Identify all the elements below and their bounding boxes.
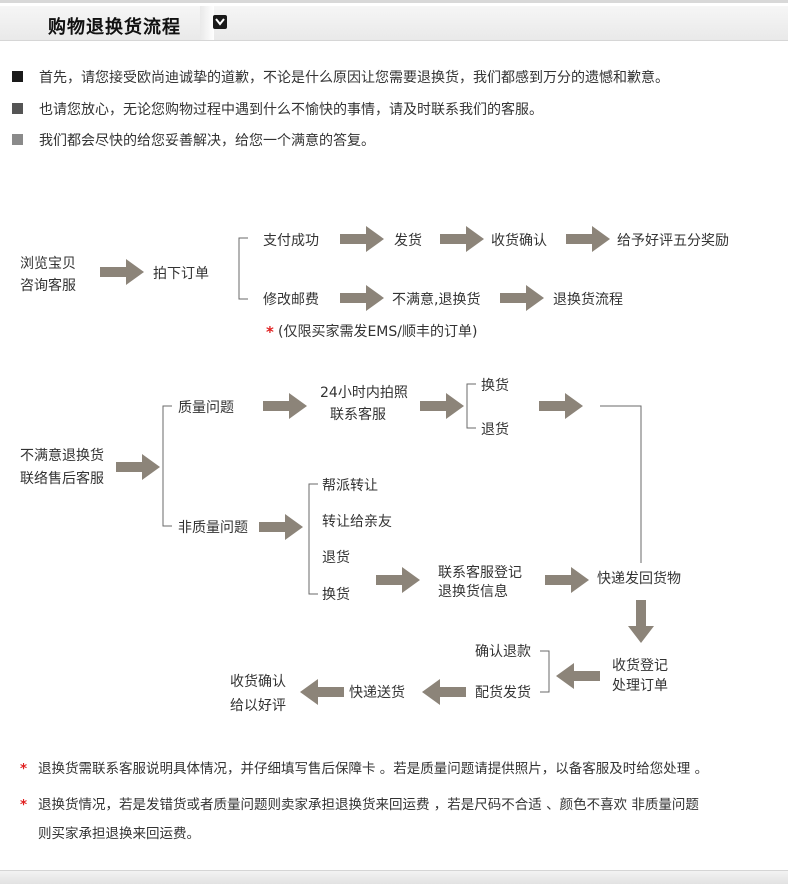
arrow-right-icon: [376, 567, 420, 593]
flow1-start-line1: 浏览宝贝: [20, 256, 76, 272]
flow2-gift2: 转让给亲友: [322, 514, 392, 530]
flow1-return-flow: 退换货流程: [553, 291, 623, 308]
flow1-branch-bracket: [238, 237, 248, 300]
flow2-express-back: 快递发回货物: [597, 570, 681, 587]
flow2-quality: 质量问题: [178, 400, 234, 416]
flow2-register-line1: 联系客服登记: [438, 564, 522, 581]
note-star: *: [20, 761, 28, 777]
flow2-start-line2: 联络售后客服: [20, 470, 104, 487]
flow2-gift1: 帮派转让: [322, 478, 378, 494]
arrow-right-icon: [500, 285, 544, 311]
flow1-modify: 修改邮费: [263, 292, 319, 308]
flow1-order: 拍下订单: [153, 266, 209, 282]
arrow-left-icon: [300, 679, 344, 705]
flow1-receive: 收货确认: [491, 232, 547, 249]
flow1-ship: 发货: [394, 232, 422, 249]
arrow-right-icon: [539, 393, 583, 419]
header-fade: [200, 6, 214, 40]
flow2-photo-line1: 24小时内拍照: [320, 385, 408, 401]
flow2-return2: 退货: [322, 549, 350, 566]
intro-text-1: 首先，请您接受欧尚迪诚挚的道歉，不论是什么原因让您需要退换货，我们都感到万分的遗…: [39, 70, 669, 86]
bottom-border: [0, 870, 788, 884]
flow2-photo-line2: 联系客服: [330, 406, 386, 423]
flow2-exchange2: 换货: [322, 586, 350, 603]
arrow-right-icon: [420, 393, 464, 419]
arrow-left-icon: [556, 663, 600, 689]
top-border: [0, 0, 788, 3]
flow2-quality-bracket: [466, 383, 476, 429]
note-1: * 退换货需联系客服说明具体情况，并仔细填写售后保障卡 。若是质量问题请提供照片，…: [20, 757, 708, 777]
square-bullet-icon: [12, 71, 23, 82]
connector-line: [600, 405, 642, 563]
flow2-branch-bracket: [162, 405, 172, 527]
arrow-right-icon: [116, 454, 160, 480]
flow2-recv-line1: 收货登记: [612, 657, 668, 674]
intro-text-2: 也请您放心，无论您购物过程中遇到什么不愉快的事情，请及时联系我们的客服。: [39, 102, 543, 118]
flow1-pay: 支付成功: [263, 233, 319, 249]
note-2-text-line1: 退换货情况，若是发错货或者质量问题则卖家承担退换货来回运费 ，若是尺码不合适 、…: [38, 797, 699, 813]
flow2-recv-line2: 处理订单: [612, 678, 668, 694]
flow2-end-line2: 给以好评: [230, 698, 286, 714]
flow2-return-bracket: [540, 650, 550, 693]
flow2-register-line2: 退换货信息: [438, 583, 508, 600]
note-2-line2: 则买家承担退换来回运费。: [38, 826, 200, 842]
intro-text-3: 我们都会尽快的给您妥善解决，给您一个满意的答复。: [39, 133, 375, 149]
note-1-text: 退换货需联系客服说明具体情况，并仔细填写售后保障卡 。若是质量问题请提供照片，以…: [38, 761, 709, 777]
arrow-right-icon: [340, 226, 384, 252]
flow2-exchange: 换货: [481, 377, 509, 394]
arrow-right-icon: [545, 567, 589, 593]
flow2-nonquality: 非质量问题: [178, 520, 248, 536]
arrow-down-icon: [628, 600, 654, 643]
arrow-right-icon: [340, 285, 384, 311]
flow1-note: (仅限买家需发EMS/顺丰的订单): [278, 323, 477, 340]
flow1-start-line2: 咨询客服: [20, 277, 76, 294]
flow1-note-star: *: [266, 323, 274, 341]
flow2-nonquality-bracket: [308, 483, 318, 595]
arrow-right-icon: [566, 226, 610, 252]
header-toggle-button[interactable]: [213, 15, 227, 29]
flow2-start-line1: 不满意退换货: [20, 447, 104, 464]
square-bullet-icon: [12, 134, 23, 145]
chevron-down-icon: [215, 18, 225, 26]
flow2-refund-goods: 退货: [481, 421, 509, 438]
flow1-review: 给予好评五分奖励: [617, 232, 729, 249]
flow2-reship: 配货发货: [475, 684, 531, 701]
note-2: * 退换货情况，若是发错货或者质量问题则卖家承担退换货来回运费 ，若是尺码不合适 …: [20, 793, 699, 813]
page-title: 购物退换货流程: [48, 17, 181, 38]
arrow-right-icon: [440, 226, 484, 252]
arrow-right-icon: [263, 393, 307, 419]
flow2-express-send: 快递送货: [349, 684, 405, 701]
arrow-left-icon: [422, 679, 466, 705]
flow2-end-line1: 收货确认: [230, 673, 286, 690]
flow1-unsatisfied: 不满意,退换货: [392, 291, 480, 308]
flow2-confirm-refund: 确认退款: [475, 644, 531, 660]
arrow-right-icon: [100, 259, 144, 285]
square-bullet-icon: [12, 103, 23, 114]
section-header: 购物退换货流程: [0, 6, 788, 41]
note-star: *: [20, 797, 28, 813]
arrow-right-icon: [259, 514, 303, 540]
